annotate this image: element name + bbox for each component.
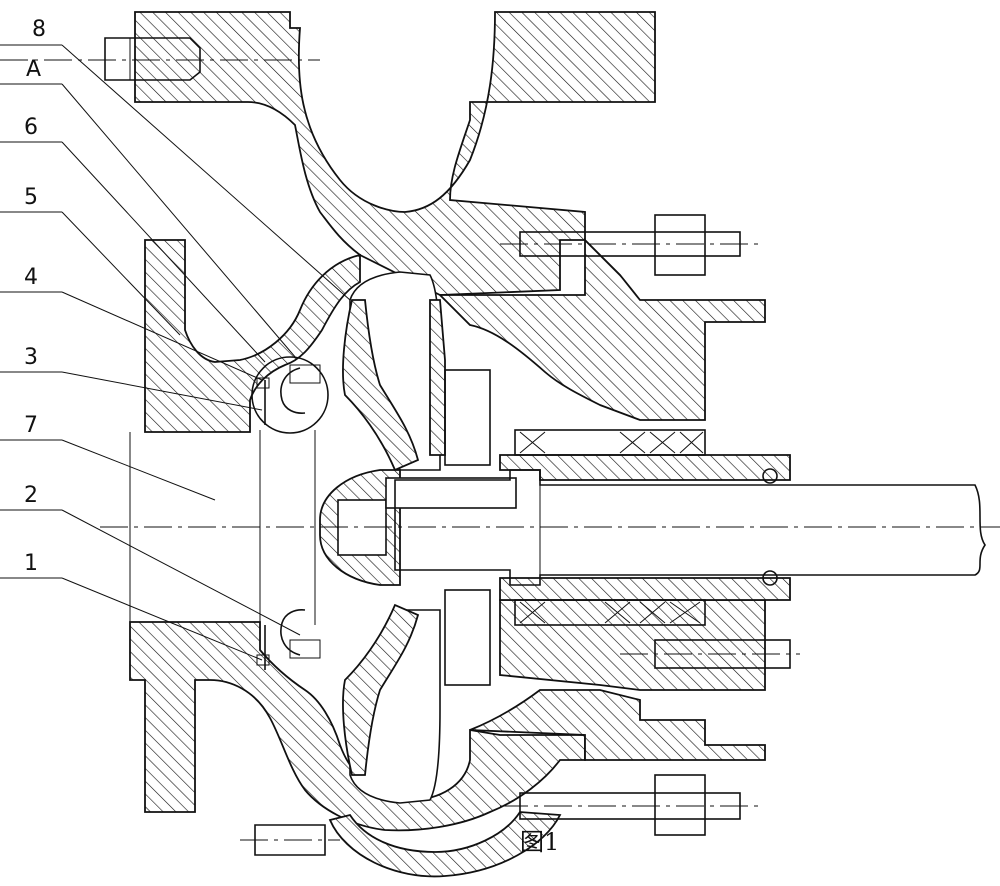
label-4: 4 [24, 265, 38, 290]
part-labels: 8 A 6 5 4 3 7 2 1 [24, 17, 46, 576]
shaft [394, 468, 986, 586]
label-a: A [26, 57, 41, 82]
packing-seal [444, 369, 706, 686]
label-5: 5 [24, 185, 38, 210]
leader-lines [0, 44, 351, 661]
label-1: 1 [24, 551, 38, 576]
figure-caption: 图1 [520, 828, 559, 856]
label-6: 6 [24, 115, 38, 140]
label-3: 3 [24, 345, 38, 370]
label-7: 7 [24, 413, 38, 438]
label-8: 8 [32, 17, 46, 42]
center-lines [0, 59, 1000, 841]
label-2: 2 [24, 483, 38, 508]
wear-ring-detail-a [251, 356, 329, 670]
pump-casing [129, 11, 791, 878]
impeller [319, 271, 517, 804]
